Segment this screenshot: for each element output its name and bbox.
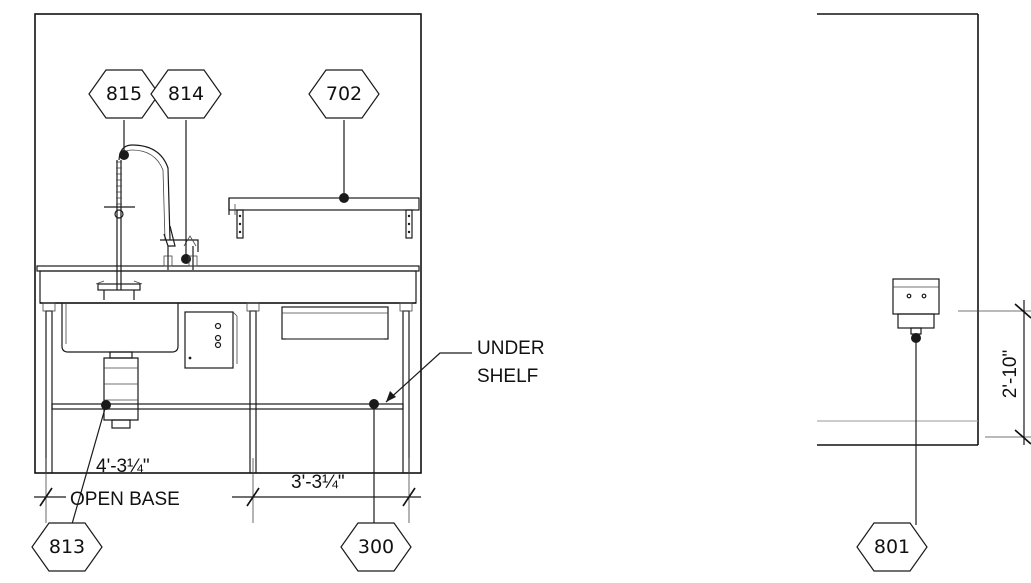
svg-text:815: 815 [106, 83, 142, 105]
wall-shelf [228, 193, 420, 239]
left-dimension-text: 4'-3¼" [96, 456, 150, 477]
disposer [101, 351, 139, 429]
open-base-text: OPEN BASE [70, 489, 180, 510]
wall-device [892, 278, 940, 343]
drawer [281, 306, 389, 340]
svg-text:814: 814 [168, 83, 204, 105]
wall-outline-left [34, 13, 422, 474]
sink-counter [36, 265, 420, 304]
pre-rinse-faucet [95, 144, 171, 300]
right-dimension-text: 3'-3¼" [291, 472, 345, 493]
under-shelf-note-line2: SHELF [477, 366, 538, 387]
svg-text:813: 813 [49, 536, 85, 558]
height-dimension [958, 300, 1031, 445]
under-shelf-note-line1: UNDER [477, 338, 545, 359]
dimension-lines [34, 458, 421, 523]
tag-813: 813 [31, 522, 103, 572]
svg-text:801: 801 [874, 536, 910, 558]
tag-801: 801 [856, 522, 928, 572]
tag-815: 815 [88, 69, 160, 119]
tag-300: 300 [340, 522, 412, 572]
svg-text:702: 702 [326, 83, 362, 105]
svg-text:300: 300 [358, 536, 394, 558]
tag-814: 814 [150, 69, 222, 119]
sink-bowl [61, 303, 179, 353]
height-dimension-text: 2'-10" [1000, 350, 1021, 398]
faucet-814 [160, 225, 199, 270]
control-box [184, 311, 238, 369]
under-shelf-leader [385, 352, 472, 403]
tag-702: 702 [308, 69, 380, 119]
right-elevation: 2'-10" 801 [817, 13, 1031, 572]
left-elevation: 815 814 702 813 300 UNDER SHELF [31, 13, 545, 572]
table-legs [42, 302, 413, 474]
